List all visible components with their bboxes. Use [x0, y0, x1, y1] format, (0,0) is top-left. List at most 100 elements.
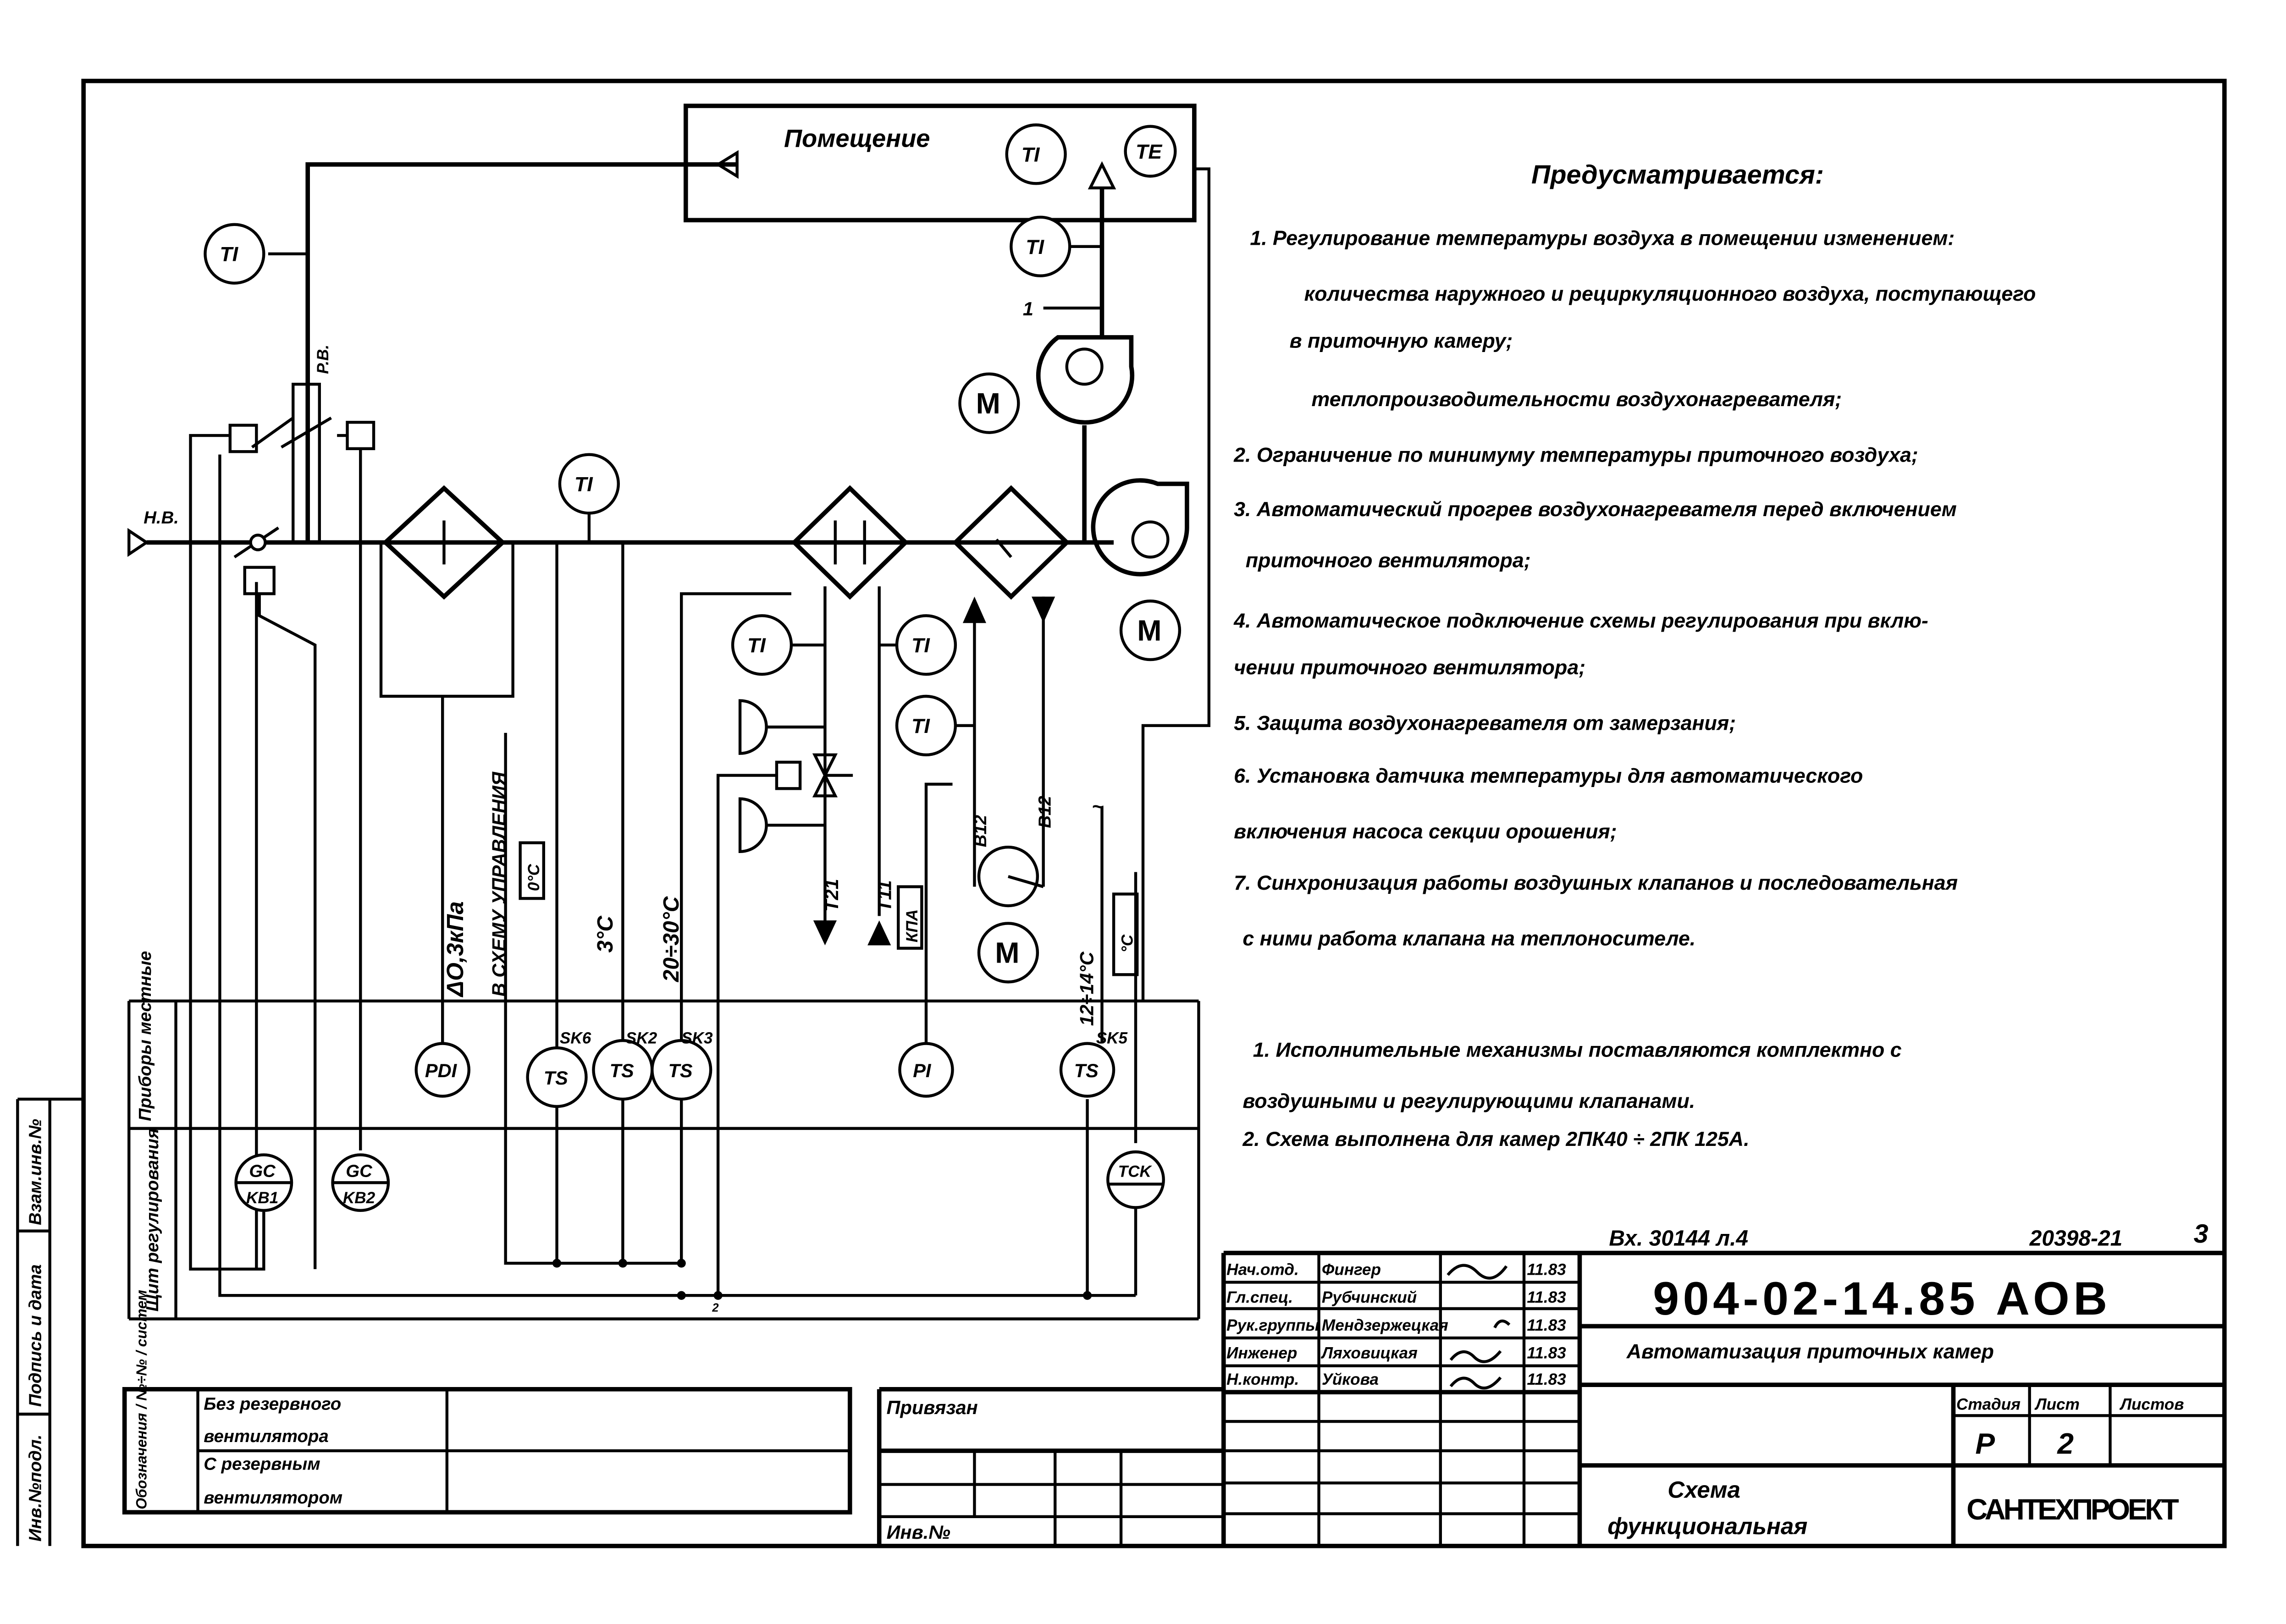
ts-tag-2: SK2 [626, 1029, 657, 1047]
note-line: 3. Автоматический прогрев воздухонагрева… [1234, 498, 1957, 521]
pump-motor-label: M [995, 936, 1019, 969]
stage-header: Стадия [1956, 1396, 2021, 1414]
row1a: Без резервного [204, 1394, 341, 1414]
ti-heater-1: TI [747, 634, 766, 657]
organization: САНТЕХПРОЕКТ [1966, 1493, 2179, 1526]
title-block: Вх. 30144 л.4 20398-21 3 Нач.отд. Фингер… [1221, 1219, 2225, 1546]
gc-bottom-1: KB1 [246, 1189, 278, 1207]
sig-role: Н.контр. [1226, 1371, 1299, 1388]
ts-tag-1: SK6 [560, 1029, 591, 1047]
sheets-header: Листов [2119, 1396, 2184, 1414]
kpa-label: КПА [903, 909, 921, 942]
inv-no-label: Инв.№ [887, 1521, 950, 1543]
sig-date: 11.83 [1527, 1371, 1566, 1388]
return-air-label: Р.В. [314, 345, 332, 374]
row2a: С резервным [204, 1454, 320, 1474]
note-line: 6. Установка датчика температуры для авт… [1234, 765, 1863, 787]
sig-role: Рук.группы [1226, 1316, 1319, 1334]
sig-name: Фингер [1322, 1261, 1381, 1278]
replace-inv-label: Взам.инв.№ [25, 1119, 45, 1225]
outdoor-air-label: Н.В. [144, 508, 179, 528]
room-ti: TI [1022, 143, 1040, 166]
systems-table: Обозначения / №÷№ / систем Без резервног… [122, 1290, 852, 1515]
side-strip: Инв.№подл. Подпись и дата Взам.инв.№ [16, 1097, 84, 1546]
ts-label-4: TS [1074, 1060, 1099, 1081]
process-labels: ΔO,3кПа В СХЕМУ УПРАВЛЕНИЯ 0°С 3°С 20÷30… [442, 771, 1139, 1026]
note-extra: 1. Исполнительные механизмы поставляются… [1253, 1038, 1902, 1061]
notes-title: Предусматривается: [1531, 160, 1824, 189]
sig-date: 11.83 [1527, 1261, 1566, 1278]
ti-heater-3: TI [911, 715, 930, 738]
ts-tag-4: SK5 [1096, 1029, 1128, 1047]
note-extra: 2. Схема выполнена для камер 2ПК40 ÷ 2ПК… [1242, 1128, 1749, 1151]
local-instruments: PDI TS SK6 TS SK2 TS SK3 PI TS SK5 [414, 1029, 1128, 1108]
sheet-value: 2 [2057, 1427, 2074, 1460]
zero-c-label-1: 0°С [525, 864, 543, 891]
document-code: 904-02-14.85 АОВ [1653, 1272, 2107, 1325]
drawing-frame [81, 78, 2227, 1548]
ti-return: TI [220, 243, 238, 266]
gc-bottom-2: KB2 [343, 1189, 375, 1207]
ts-label-3: TS [668, 1060, 692, 1081]
note-line: 7. Синхронизация работы воздушных клапан… [1234, 871, 1958, 894]
note-line: теплопроизводительности воздухонагревате… [1312, 388, 1842, 411]
ts-label-1: TS [544, 1067, 568, 1089]
sig-name: Рубчинский [1322, 1288, 1417, 1306]
note-line: 2. Ограничение по минимуму температуры п… [1233, 444, 1918, 467]
sig-role: Нач.отд. [1226, 1261, 1299, 1278]
note-line: с ними работа клапана на теплоносителе. [1242, 927, 1695, 950]
tilde-label: ~ [1092, 795, 1104, 818]
drawing-name-2: функциональная [1607, 1513, 1807, 1539]
sig-role: Инженер [1226, 1344, 1297, 1362]
gc-top-2: GC [346, 1161, 373, 1181]
ti-heater-2: TI [911, 634, 930, 657]
pi-label: PI [913, 1060, 932, 1081]
ti-supply: TI [1026, 236, 1044, 259]
sig-date: 11.83 [1527, 1288, 1566, 1306]
point-1-label: 1 [1023, 298, 1033, 319]
note-line: количества наружного и рециркуляционного… [1304, 282, 2036, 305]
instrument-panel: Приборы местные Щит регулирования [127, 951, 1200, 1321]
note-line: в приточную камеру; [1290, 329, 1513, 352]
row1b: вентилятора [204, 1426, 328, 1446]
room-te: TE [1136, 140, 1162, 163]
zero-c-label-2: °С [1119, 934, 1137, 952]
t21-label: Т21 [821, 879, 842, 912]
sig-name: Мендзержецкая [1322, 1316, 1448, 1334]
notes: Предусматривается: 1. Регулирование темп… [1233, 160, 2036, 1151]
three-c-label: 3°С [593, 915, 618, 953]
sig-role: Гл.спец. [1226, 1288, 1293, 1306]
range-20-30-label: 20÷30°С [659, 896, 684, 982]
ti-after-filter: TI [574, 473, 593, 496]
sheet-header: Лист [2034, 1396, 2079, 1414]
room: Помещение TI TE [684, 104, 1197, 223]
binding-box: Привязан Инв.№ [877, 1387, 1224, 1546]
b12-label-b: В12 [1035, 796, 1055, 828]
to-control-label: В СХЕМУ УПРАВЛЕНИЯ [488, 771, 510, 996]
t11-label: Т11 [873, 880, 895, 912]
note-line: 4. Автоматическое подключение схемы регу… [1233, 609, 1928, 632]
note-line: 5. Защита воздухонагревателя от замерзан… [1234, 712, 1736, 735]
note-line: чении приточного вентилятора; [1234, 656, 1585, 679]
bus-mark: 2 [712, 1301, 718, 1314]
fan1-motor-label: M [976, 387, 1000, 420]
sig-name: Уйкова [1322, 1371, 1379, 1388]
panel-control-label: Щит регулирования [143, 1128, 162, 1311]
sig-date: 11.83 [1527, 1316, 1566, 1334]
sig-name: Ляховицкая [1320, 1344, 1418, 1362]
ts-label-2: TS [610, 1060, 634, 1081]
note-line: включения насоса секции орошения; [1234, 820, 1617, 843]
inv-orig-label: Инв.№подл. [25, 1435, 45, 1542]
row2b: вентилятором [204, 1488, 342, 1508]
systems-header: Обозначения / №÷№ / систем [133, 1290, 150, 1509]
panel-instruments: GC KB1 GC KB2 TCK 2 [234, 1150, 1165, 1314]
incoming-number: Вх. 30144 л.4 [1609, 1227, 1748, 1251]
b12-label-a: В12 [971, 815, 990, 847]
ts-tag-3: SK3 [681, 1029, 713, 1047]
archive-number: 20398-21 [2029, 1227, 2123, 1251]
dp-label: ΔO,3кПа [442, 901, 468, 997]
gc-top-1: GC [249, 1161, 276, 1181]
stage-value: Р [1975, 1427, 1995, 1460]
drawing-name-1: Схема [1668, 1476, 1740, 1503]
